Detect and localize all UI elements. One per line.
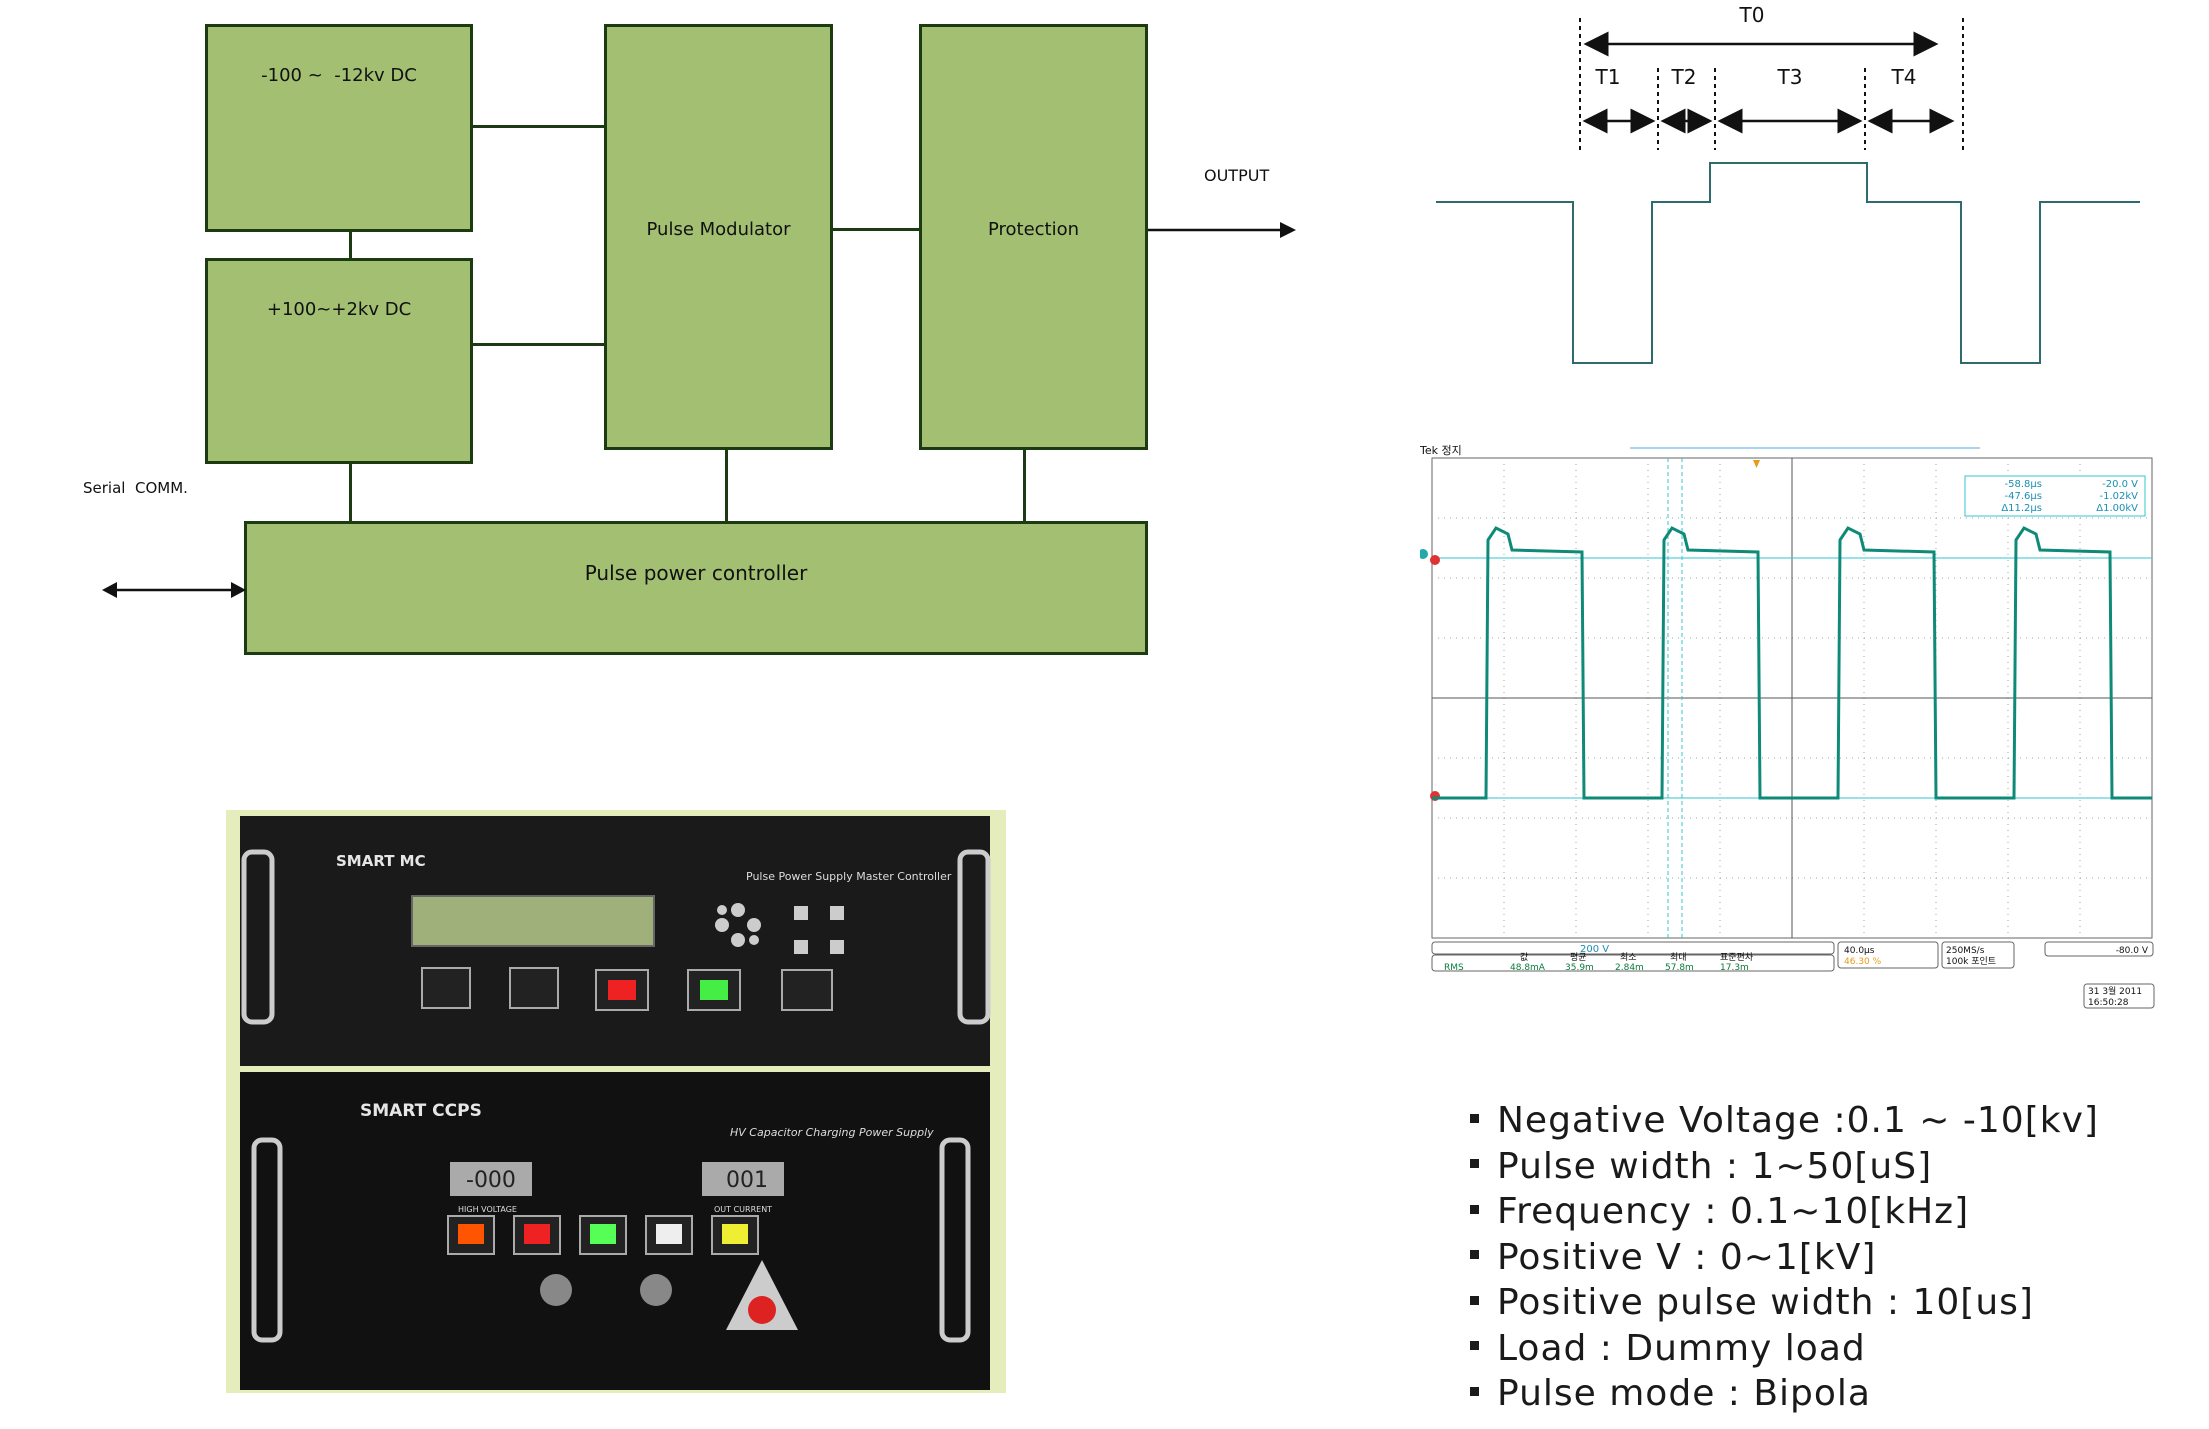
timing-diagram: T0 T1 T2 T3 T4	[1436, 3, 2140, 364]
oc-meter	[702, 1162, 784, 1196]
readout-time-delta: Δ11.2µs	[2001, 503, 2042, 514]
pos-dc-block: +100~+2kv DC	[205, 258, 473, 464]
meas-label: RMS	[1444, 963, 1464, 973]
bipolar-waveform	[1436, 162, 2140, 364]
sample-rate: 250MS/s	[1946, 946, 1985, 956]
meas-header: 평균	[1570, 952, 1587, 963]
oc-label: OUT CURRENT	[714, 1205, 772, 1214]
bullet-icon	[1470, 1113, 1479, 1123]
protection-label: Protection	[987, 219, 1080, 240]
ccps-title: HV Capacitor Charging Power Supply	[730, 1126, 934, 1139]
meas-value: 2.84m	[1615, 963, 1644, 973]
record-points: 100k 포인트	[1946, 956, 1996, 967]
spec-item: Positive pulse width : 10[us]	[1470, 1280, 2099, 1326]
hv-meter	[450, 1162, 532, 1196]
scope-trace	[1432, 526, 2152, 800]
connector-line	[831, 228, 923, 231]
connector-line	[471, 343, 607, 346]
spec-list: Negative Voltage :0.1 ~ -10[kv] Pulse wi…	[1470, 1098, 2099, 1417]
bullet-icon	[1470, 1386, 1479, 1396]
oc-reading: 001	[726, 1168, 768, 1193]
scope-header: Tek 정지	[1420, 444, 1462, 457]
pos-dc-label: +100~+2kv DC	[266, 299, 412, 320]
meas-header: 최소	[1620, 952, 1637, 963]
spec-item: Load : Dummy load	[1470, 1326, 2099, 1372]
oscilloscope-screenshot: Tek 정지 -58.8µs -47.6µs Δ11.2µs -20.0 V -…	[1420, 444, 2155, 1009]
readout-volt-a: -20.0 V	[2102, 479, 2138, 490]
equipment-photo: SMART MC Pulse Power Supply Master Contr…	[226, 810, 1006, 1393]
spec-item: Pulse mode : Bipola	[1470, 1371, 2099, 1417]
mc-brand: SMART MC	[336, 852, 426, 870]
spec-item: Negative Voltage :0.1 ~ -10[kv]	[1470, 1098, 2099, 1144]
spec-item: Positive V : 0~1[kV]	[1470, 1235, 2099, 1281]
ccps-brand: SMART CCPS	[360, 1101, 482, 1121]
t3-label: T3	[1777, 65, 1803, 89]
connector-line	[349, 462, 352, 523]
rack-illustration: SMART MC Pulse Power Supply Master Contr…	[240, 816, 991, 1390]
connector-line	[349, 230, 352, 260]
meas-header: 최대	[1670, 952, 1687, 963]
trigger-level: -80.0 V	[2116, 946, 2149, 956]
scope-date: 31 3월 2011	[2088, 985, 2142, 997]
t1-label: T1	[1595, 65, 1621, 89]
neg-dc-block: -100 ~ -12kv DC	[205, 24, 473, 232]
t2-label: T2	[1671, 65, 1697, 89]
output-label: OUTPUT	[1204, 166, 1270, 185]
bullet-icon	[1470, 1295, 1479, 1305]
meas-value: 57.8m	[1665, 963, 1694, 973]
meas-value: 35.9m	[1565, 963, 1594, 973]
t4-label: T4	[1891, 65, 1917, 89]
bullet-icon	[1470, 1341, 1479, 1350]
readout-time-a: -58.8µs	[2005, 479, 2042, 490]
neg-dc-label: -100 ~ -12kv DC	[261, 65, 417, 86]
spec-item: Pulse width : 1~50[uS]	[1470, 1144, 2099, 1190]
hv-reading: -000	[466, 1168, 516, 1193]
output-arrow	[1148, 222, 1296, 238]
readout-volt-delta: Δ1.00kV	[2096, 503, 2138, 514]
mc-title: Pulse Power Supply Master Controller	[746, 870, 952, 883]
meas-header: 표준편차	[1720, 951, 1754, 963]
readout-time-b: -47.6µs	[2005, 491, 2042, 502]
connector-line	[471, 125, 607, 128]
timebase: 40.0µs	[1844, 946, 1875, 956]
readout-volt-b: -1.02kV	[2099, 491, 2138, 502]
protection-block: Protection	[919, 24, 1148, 450]
ch2-scale: 200 V	[1580, 944, 1609, 955]
spec-item: Frequency : 0.1~10[kHz]	[1470, 1189, 2099, 1235]
pulse-modulator-label: Pulse Modulator	[646, 219, 791, 240]
pulse-modulator-block: Pulse Modulator	[604, 24, 833, 450]
connector-line	[1023, 448, 1026, 523]
bullet-icon	[1470, 1204, 1479, 1214]
pulse-power-controller-block: Pulse power controller	[244, 521, 1148, 655]
hv-label: HIGH VOLTAGE	[458, 1205, 517, 1214]
scope-time: 16:50:28	[2088, 998, 2129, 1008]
trigger-position: 46.30 %	[1844, 957, 1882, 967]
meas-value: 48.8mA	[1510, 963, 1546, 973]
lcd-display	[411, 895, 655, 947]
controller-label: Pulse power controller	[584, 561, 808, 585]
meas-header: 값	[1520, 951, 1528, 963]
connector-line	[725, 448, 728, 523]
bullet-icon	[1470, 1250, 1479, 1259]
meas-value: 17.3m	[1720, 963, 1749, 973]
bullet-icon	[1470, 1159, 1479, 1168]
serial-comm-label: Serial COMM.	[83, 479, 188, 497]
serial-comm-arrow	[102, 582, 246, 598]
t0-label: T0	[1739, 3, 1765, 27]
